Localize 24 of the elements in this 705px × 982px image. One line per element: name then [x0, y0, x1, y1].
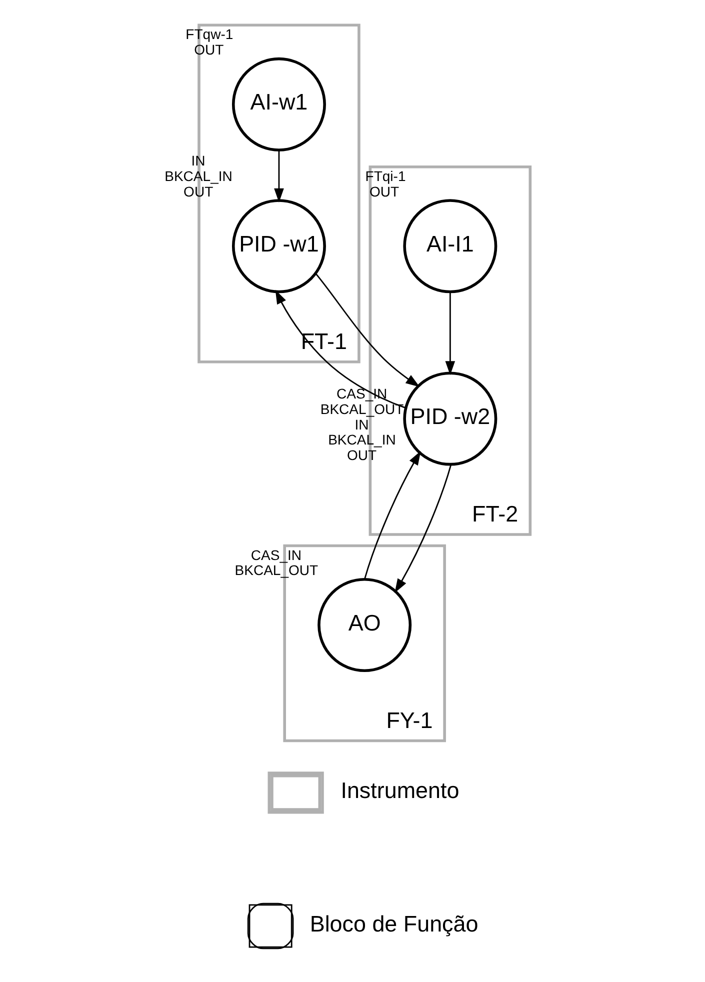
node-circle: PID -w1: [231, 199, 326, 294]
node-label: IN: [354, 416, 368, 432]
arrow: [314, 273, 420, 388]
node-label: OUT: [368, 183, 399, 200]
arrow: [274, 290, 406, 408]
node-label: BKCAL_OUT: [234, 562, 318, 578]
legend-label: Instrumento: [340, 778, 459, 804]
arrow: [363, 451, 420, 580]
node-label: BKCAL_IN: [328, 432, 396, 448]
arrow: [274, 150, 284, 202]
node-label: OUT: [194, 42, 224, 58]
node-label: BKCAL_IN: [164, 168, 232, 184]
node-label: OUT: [346, 447, 376, 464]
arrow: [394, 464, 452, 593]
node-label: BKCAL_OUT: [320, 400, 404, 417]
node-label: OUT: [183, 183, 213, 200]
arrow: [444, 292, 455, 376]
node-label: IN: [190, 152, 205, 168]
legend-label: Bloco de Função: [309, 911, 478, 936]
node-circle: AI-w1: [231, 57, 326, 152]
node-circle: AI-I1: [402, 199, 497, 294]
node-label: FTqw-1: [185, 26, 233, 42]
node-label: FTqi-1: [364, 168, 406, 184]
node-label: CAS_IN: [250, 546, 302, 563]
